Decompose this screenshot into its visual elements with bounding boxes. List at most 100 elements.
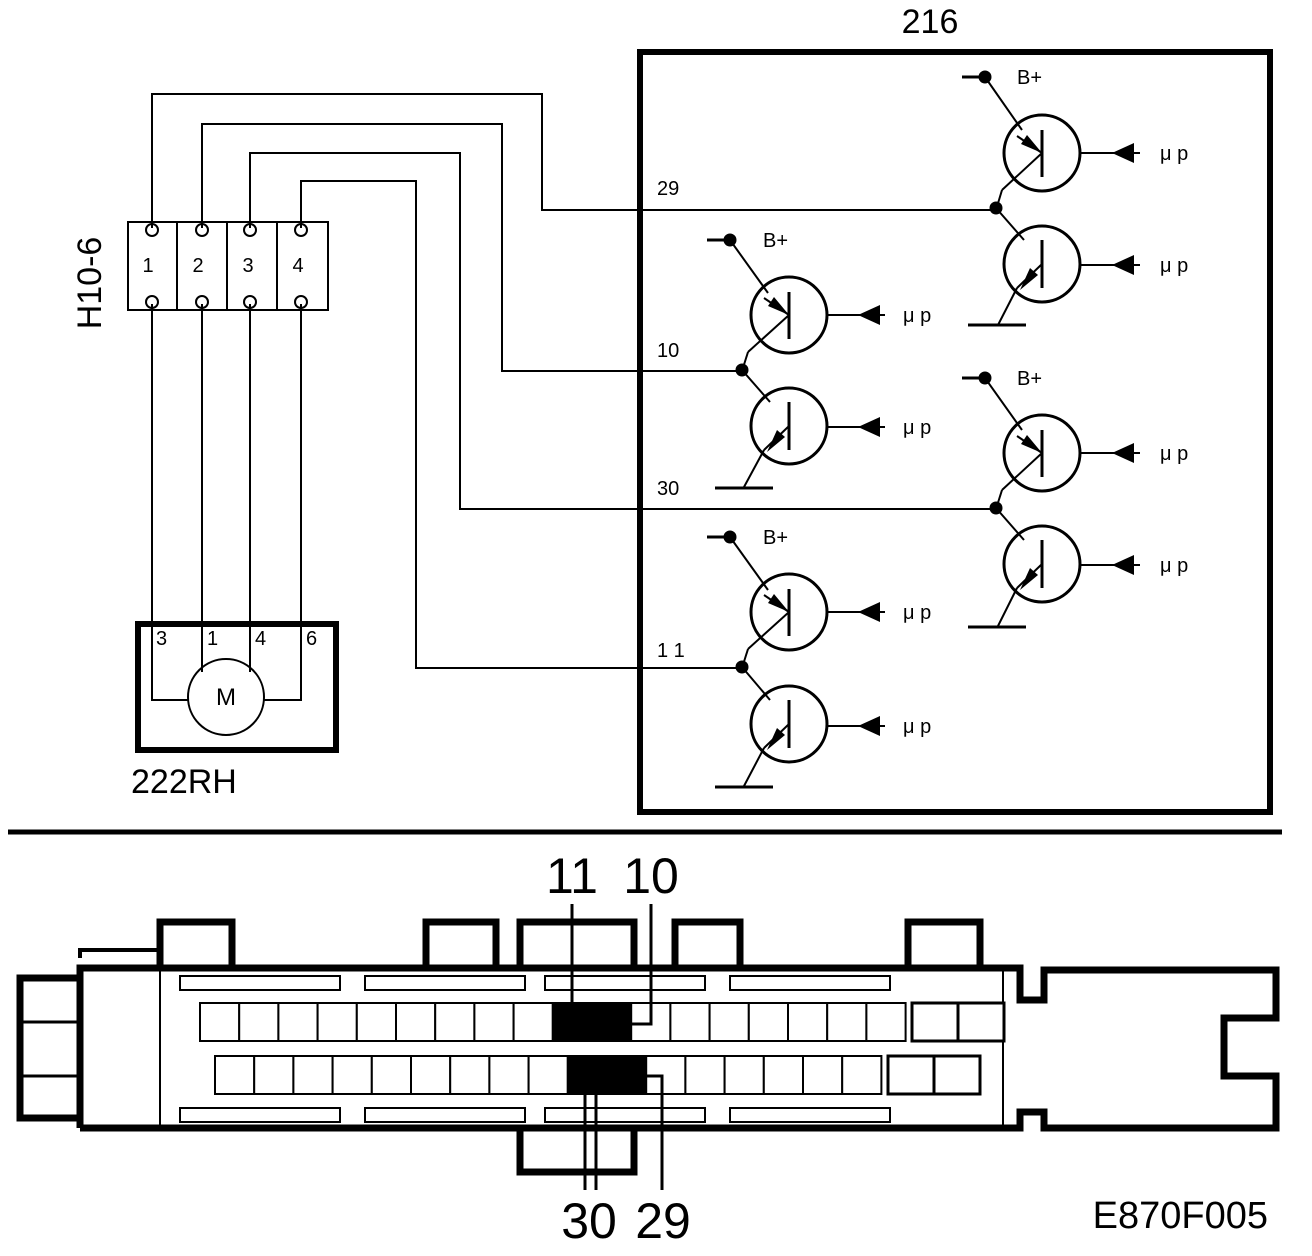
cavity xyxy=(747,1002,789,1042)
module-216: 216 xyxy=(637,3,1273,815)
cavity-large xyxy=(956,1001,1006,1043)
cavity-used xyxy=(551,1002,593,1042)
cavity xyxy=(684,1055,726,1095)
cavity xyxy=(826,1002,868,1042)
cavity-row-top xyxy=(199,1001,1006,1043)
plug-top-tab xyxy=(156,918,236,968)
cavity xyxy=(199,1002,241,1042)
half-bridge-29: B+ μ p μ p xyxy=(962,67,1188,327)
module-frame xyxy=(637,49,1273,815)
wire-pin4-11 xyxy=(300,180,742,669)
half-bridge-30: B+ μ p μ p xyxy=(962,368,1188,629)
plug-label-29: 29 xyxy=(635,1193,691,1249)
cavity-large xyxy=(910,1001,960,1043)
cavity xyxy=(395,1002,437,1042)
connector-pin-4: 4 xyxy=(292,255,303,277)
motor-label: 222RH xyxy=(131,763,237,801)
cavity xyxy=(669,1002,711,1042)
cavity-large xyxy=(886,1054,936,1096)
plug-top-tab xyxy=(516,918,638,968)
figure-code: E870F005 xyxy=(1093,1195,1268,1237)
motor-terminal-6: 6 xyxy=(306,628,317,650)
plug-label-30: 30 xyxy=(561,1193,617,1249)
plug-housing xyxy=(76,964,1280,1132)
keying-slot xyxy=(729,1107,891,1123)
motor-terminal-3: 3 xyxy=(156,628,167,650)
supply-label: B+ xyxy=(1017,368,1042,390)
keying-slot xyxy=(364,975,526,991)
motor-terminal-1: 1 xyxy=(207,628,218,650)
transistor-low xyxy=(749,684,829,764)
connector-terminal xyxy=(294,295,308,309)
cavity-large xyxy=(932,1054,982,1096)
harness-wires xyxy=(151,93,996,669)
connector-pin-3: 3 xyxy=(242,255,253,277)
cavity xyxy=(723,1055,765,1095)
cavity xyxy=(802,1055,844,1095)
connector-terminal xyxy=(243,295,257,309)
cavity xyxy=(787,1002,829,1042)
motor-symbol-label: M xyxy=(216,684,236,711)
module-label: 216 xyxy=(902,3,959,41)
keying-slot xyxy=(179,975,341,991)
motor-222rh: M 3 1 4 6 222RH xyxy=(131,621,339,801)
connector-h10-6: 1 2 3 4 H10-6 xyxy=(71,221,329,330)
cavity xyxy=(316,1002,358,1042)
keying-slot xyxy=(179,1107,341,1123)
keying-slot xyxy=(544,1107,706,1123)
connector-terminal xyxy=(243,223,257,237)
keying-slot xyxy=(729,975,891,991)
motor-symbol xyxy=(187,658,265,736)
connector-terminal xyxy=(195,295,209,309)
connector-terminal xyxy=(195,223,209,237)
control-label: μ p xyxy=(1160,555,1188,577)
cavity xyxy=(355,1002,397,1042)
cavity-used xyxy=(606,1055,648,1095)
connector-pin-1: 1 xyxy=(142,255,153,277)
plug-label-11: 11 xyxy=(546,848,598,904)
pin-label-29: 29 xyxy=(657,178,679,200)
leader-line-29 xyxy=(645,1074,664,1190)
connector-terminal xyxy=(294,223,308,237)
cavity xyxy=(331,1055,373,1095)
connector-label: H10-6 xyxy=(71,237,109,330)
plug-top-tab xyxy=(422,918,500,968)
plug-top-tab xyxy=(671,918,744,968)
cavity-row-bottom xyxy=(214,1054,982,1096)
motor-terminal-4: 4 xyxy=(255,628,266,650)
control-label: μ p xyxy=(1160,255,1188,277)
pin-label-11: 1 1 xyxy=(657,640,685,662)
cavity xyxy=(292,1055,334,1095)
connector-pin-2: 2 xyxy=(192,255,203,277)
keying-slot xyxy=(364,1107,526,1123)
control-label: μ p xyxy=(903,602,931,624)
plug-top-tab xyxy=(904,918,984,968)
keying-slot xyxy=(544,975,706,991)
control-label: μ p xyxy=(1160,443,1188,465)
ecu-plug-face: 11 10 30 29 xyxy=(16,848,1280,1249)
supply-label: B+ xyxy=(1017,67,1042,89)
cavity xyxy=(512,1002,554,1042)
leader-line-10 xyxy=(632,904,653,1026)
wire-pin3-30 xyxy=(249,152,996,510)
cavity-used xyxy=(591,1002,633,1042)
pin-label-30: 30 xyxy=(657,478,679,500)
cavity xyxy=(253,1055,295,1095)
cavity xyxy=(434,1002,476,1042)
cavity xyxy=(410,1055,452,1095)
wire-pin1-29 xyxy=(151,93,996,228)
wire-pin2-10 xyxy=(201,123,742,372)
motor-frame xyxy=(135,621,339,753)
connector-terminal xyxy=(145,295,159,309)
cavity xyxy=(841,1055,883,1095)
control-label: μ p xyxy=(1160,143,1188,165)
cavity xyxy=(488,1055,530,1095)
cavity xyxy=(449,1055,491,1095)
motor-lead-left xyxy=(151,624,189,701)
connector-terminal xyxy=(145,223,159,237)
plug-bottom-tab xyxy=(516,1128,638,1176)
half-bridge-10: B+ μ p μ p xyxy=(707,230,931,490)
control-label: μ p xyxy=(903,417,931,439)
cavity-used xyxy=(566,1055,608,1095)
